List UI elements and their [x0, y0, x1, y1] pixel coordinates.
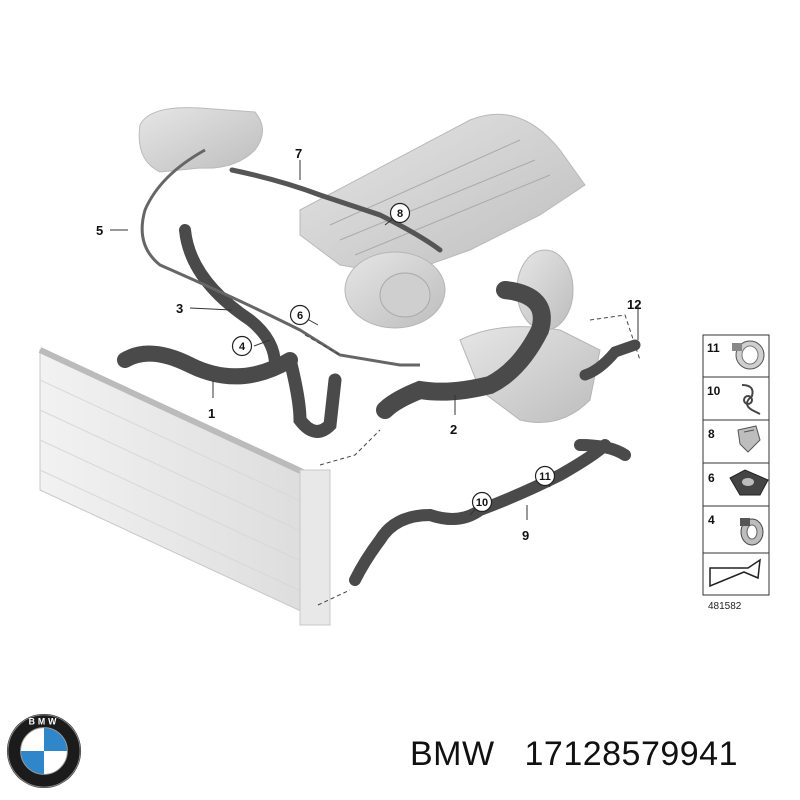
holder-icon [729, 469, 769, 496]
leader-lines [110, 160, 639, 520]
legend-num-11: 11 [707, 341, 720, 355]
circled-8-label: 8 [397, 208, 403, 220]
dashed-leaders [304, 314, 641, 606]
arrow-icon [709, 558, 761, 588]
legend-item-10: 10 [707, 384, 761, 415]
part-number: 17128579941 [524, 735, 739, 773]
legend-item-11: 11 [707, 340, 765, 370]
legend: 11 10 8 6 [702, 334, 770, 612]
legend-item-arrow [709, 558, 761, 588]
brand-name: BMW [410, 735, 495, 773]
legend-item-4: 4 [708, 513, 764, 546]
callout-2: 2 [450, 422, 457, 437]
spring-clip-icon [741, 384, 761, 415]
circled-callout-11: 11 [534, 465, 556, 487]
radiator [38, 347, 331, 626]
legend-num-4: 4 [708, 513, 715, 527]
pipe-3-5 [140, 148, 420, 367]
circled-10-label: 10 [476, 497, 488, 509]
hose-clamp-icon [732, 340, 765, 370]
circled-11-label: 11 [539, 471, 551, 483]
logo-letters: BMW [29, 717, 60, 727]
callout-3: 3 [176, 301, 183, 316]
hose-12 [579, 339, 641, 381]
legend-ref-number: 481582 [708, 601, 742, 612]
callout-7: 7 [295, 146, 302, 161]
legend-item-6: 6 [708, 469, 769, 496]
clamp-icon [740, 518, 764, 546]
circled-callout-6: 6 [289, 304, 311, 326]
callout-12: 12 [627, 297, 641, 312]
callout-1: 1 [208, 406, 215, 421]
expansion-tank [138, 107, 263, 173]
callout-5: 5 [96, 223, 103, 238]
circled-6-label: 6 [297, 310, 303, 322]
part-title: BMW 17128579941 [410, 735, 795, 785]
bmw-roundel-icon: BMW [6, 713, 82, 789]
circled-4-label: 4 [239, 341, 246, 353]
callout-9: 9 [522, 528, 529, 543]
legend-num-6: 6 [708, 471, 715, 485]
circled-callout-8: 8 [389, 202, 411, 224]
callout-labels: 1 2 3 5 7 9 12 [96, 146, 641, 543]
hose-9 [349, 439, 631, 586]
legend-item-8: 8 [708, 425, 761, 453]
hose-1 [117, 224, 342, 438]
circled-callout-4: 4 [231, 335, 253, 357]
pipe-7 [229, 167, 443, 253]
turbocharger [344, 251, 446, 329]
hose-2 [376, 281, 551, 419]
circled-callout-10: 10 [471, 491, 493, 513]
legend-num-8: 8 [708, 427, 715, 441]
bracket-clip-icon [737, 425, 761, 453]
legend-num-10: 10 [707, 384, 721, 398]
